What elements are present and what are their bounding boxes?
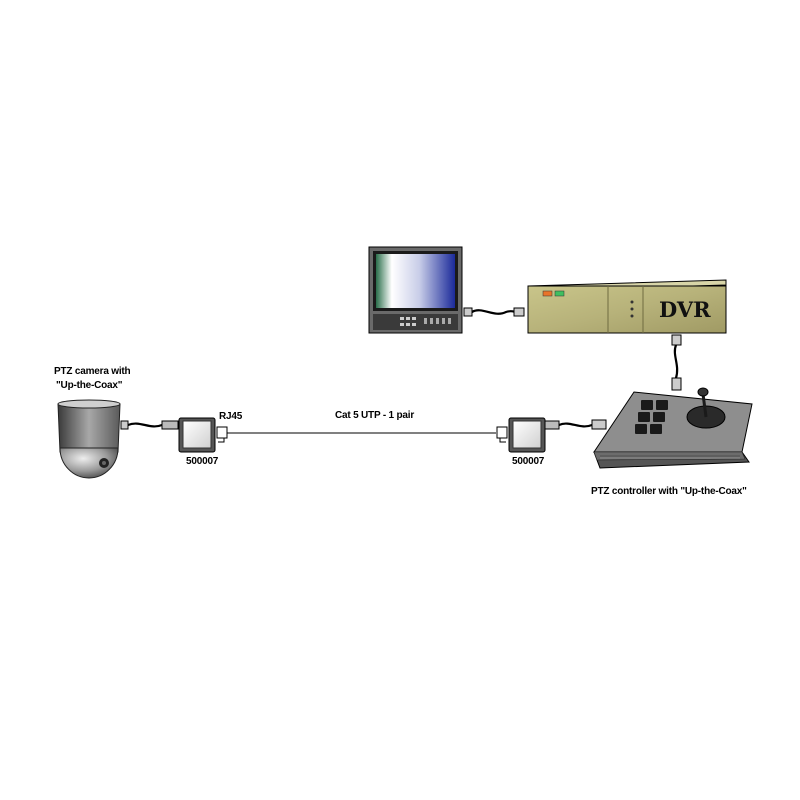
- dvr-label: DVR: [659, 297, 711, 322]
- video-balun-icon: [178, 417, 216, 453]
- ptz-dome-camera-icon: [57, 399, 121, 479]
- rj45-jack-icon: [496, 426, 508, 443]
- dvr-recorder-icon: [527, 279, 727, 334]
- video-balun-icon: [508, 417, 546, 453]
- video-monitor-icon: [368, 246, 463, 334]
- bnc-coax-cable-icon: [120, 420, 179, 430]
- bnc-coax-cable-icon: [463, 307, 525, 317]
- balun-right-part-number: 500007: [512, 456, 545, 467]
- camera-label-line2: "Up-the-Coax": [56, 380, 123, 391]
- camera-label-line1: PTZ camera with: [54, 366, 131, 377]
- ptz-joystick-controller-icon: [593, 387, 753, 469]
- rj45-label: RJ45: [219, 411, 243, 422]
- cable-label: Cat 5 UTP - 1 pair: [335, 410, 415, 421]
- rj45-jack-icon: [216, 426, 230, 443]
- bnc-coax-cable-icon: [544, 419, 607, 430]
- controller-label: PTZ controller with "Up-the-Coax": [591, 486, 747, 497]
- balun-left-part-number: 500007: [186, 456, 219, 467]
- bnc-coax-cable-icon: [671, 334, 682, 391]
